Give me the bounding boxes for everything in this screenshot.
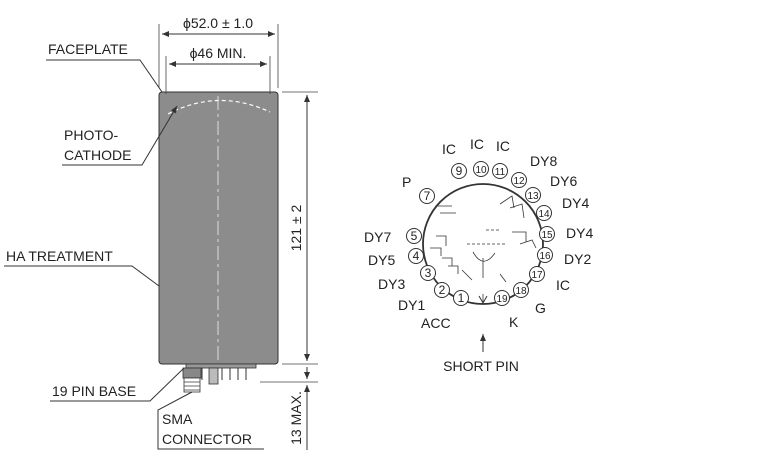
pin-name-p: P (402, 174, 411, 190)
pin-11 (492, 163, 508, 179)
pin-name-k: K (509, 314, 519, 330)
faceplate-label: FACEPLATE (48, 41, 128, 57)
pin-number-10: 10 (475, 165, 487, 176)
pin-number-17: 17 (531, 270, 543, 281)
pin-markers (406, 161, 555, 306)
pin-number-19: 19 (496, 294, 508, 305)
pin-5 (406, 228, 422, 244)
pin-base-callout: 19 PIN BASE (50, 367, 185, 402)
side-view: ϕ52.0 ± 1.0 ϕ46 MIN. 121 ± 2 13 MAX. FAC… (4, 15, 318, 450)
tube-body (158, 91, 279, 365)
pin-number-15: 15 (541, 230, 553, 241)
pin-name-dy4-lower: DY4 (566, 225, 593, 241)
pin-number-14: 14 (538, 209, 550, 220)
pin-number-18: 18 (515, 286, 527, 297)
pin-2 (434, 282, 450, 298)
length-dimension: 121 ± 2 (282, 91, 318, 365)
pin-number-9: 9 (456, 164, 463, 178)
pin-number-2: 2 (439, 283, 446, 297)
pin-name-dy2: DY2 (564, 251, 591, 267)
outer-diameter-dimension: ϕ52.0 ± 1.0 (158, 15, 279, 88)
pin-14 (536, 205, 552, 221)
pin-name-ic-9: IC (442, 141, 456, 157)
pin-number-12: 12 (513, 176, 525, 187)
length-label: 121 ± 2 (288, 204, 304, 251)
ha-treatment-callout: HA TREATMENT (4, 248, 160, 287)
pin-number-3: 3 (425, 266, 432, 280)
sma-connector (182, 367, 202, 393)
photocathode-label-line2: CATHODE (64, 147, 131, 163)
photocathode-callout: PHOTO- CATHODE (62, 105, 178, 166)
pin-12 (511, 172, 527, 188)
pin-name-dy6: DY6 (550, 173, 577, 189)
pin-9 (451, 163, 467, 179)
short-pin-callout: SHORT PIN (443, 334, 519, 374)
pin-number-7: 7 (424, 189, 431, 203)
pin-number-13: 13 (527, 191, 539, 202)
pin-4 (408, 248, 424, 264)
pin-name-dy5: DY5 (368, 252, 395, 268)
pin-base-label: 19 PIN BASE (52, 383, 136, 399)
outer-diameter-label: ϕ52.0 ± 1.0 (183, 15, 253, 31)
photocathode-label-line1: PHOTO- (64, 127, 119, 143)
pin-name-dy3: DY3 (378, 276, 405, 292)
base-view: 1 2 3 4 5 7 9 10 11 12 13 14 15 16 17 18… (364, 136, 593, 374)
pin-17 (529, 266, 545, 282)
key-notch (478, 295, 488, 305)
pin-7 (419, 188, 435, 204)
pin-name-ic-11: IC (496, 138, 510, 154)
pin-number-1: 1 (458, 291, 465, 305)
pin-name-dy8: DY8 (530, 153, 557, 169)
pin-name-ic-17: IC (556, 277, 570, 293)
pin-1 (453, 290, 469, 306)
sma-label-line2: CONNECTOR (162, 431, 252, 447)
pin-number-labels: 1 2 3 4 5 7 9 10 11 12 13 14 15 16 17 18… (411, 164, 553, 305)
pin-name-dy7: DY7 (364, 229, 391, 245)
pin-number-5: 5 (411, 229, 418, 243)
base-height-label: 13 MAX. (288, 391, 304, 445)
min-diameter-label: ϕ46 MIN. (190, 45, 247, 61)
sma-label-line1: SMA (162, 411, 193, 427)
pin-16 (537, 247, 553, 263)
pin-10 (473, 161, 489, 177)
min-diameter-dimension: ϕ46 MIN. (165, 45, 271, 94)
photocathode-arc (167, 99, 271, 115)
pin-19 (494, 290, 510, 306)
pin-15 (539, 226, 555, 242)
pin-number-16: 16 (539, 251, 551, 262)
pin-number-4: 4 (413, 249, 420, 263)
pin-number-11: 11 (495, 167, 506, 178)
pin-name-dy1: DY1 (398, 297, 425, 313)
pin-name-dy4-upper: DY4 (562, 195, 589, 211)
base-inner-detail (430, 195, 537, 302)
pin-name-labels: ACC DY1 DY3 DY5 DY7 P IC IC IC DY8 DY6 D… (364, 136, 593, 331)
ha-treatment-label: HA TREATMENT (6, 248, 113, 264)
base-height-dimension: 13 MAX. (260, 367, 318, 450)
pin-name-ic-10: IC (470, 136, 484, 152)
pin-13 (525, 187, 541, 203)
faceplate-callout: FACEPLATE (46, 41, 163, 93)
short-pin-label: SHORT PIN (443, 358, 519, 374)
pin-18 (513, 282, 529, 298)
pin-3 (420, 265, 436, 281)
pin-name-g: G (535, 300, 546, 316)
pin-name-acc: ACC (421, 315, 451, 331)
sma-callout: SMA CONNECTOR (157, 391, 264, 450)
